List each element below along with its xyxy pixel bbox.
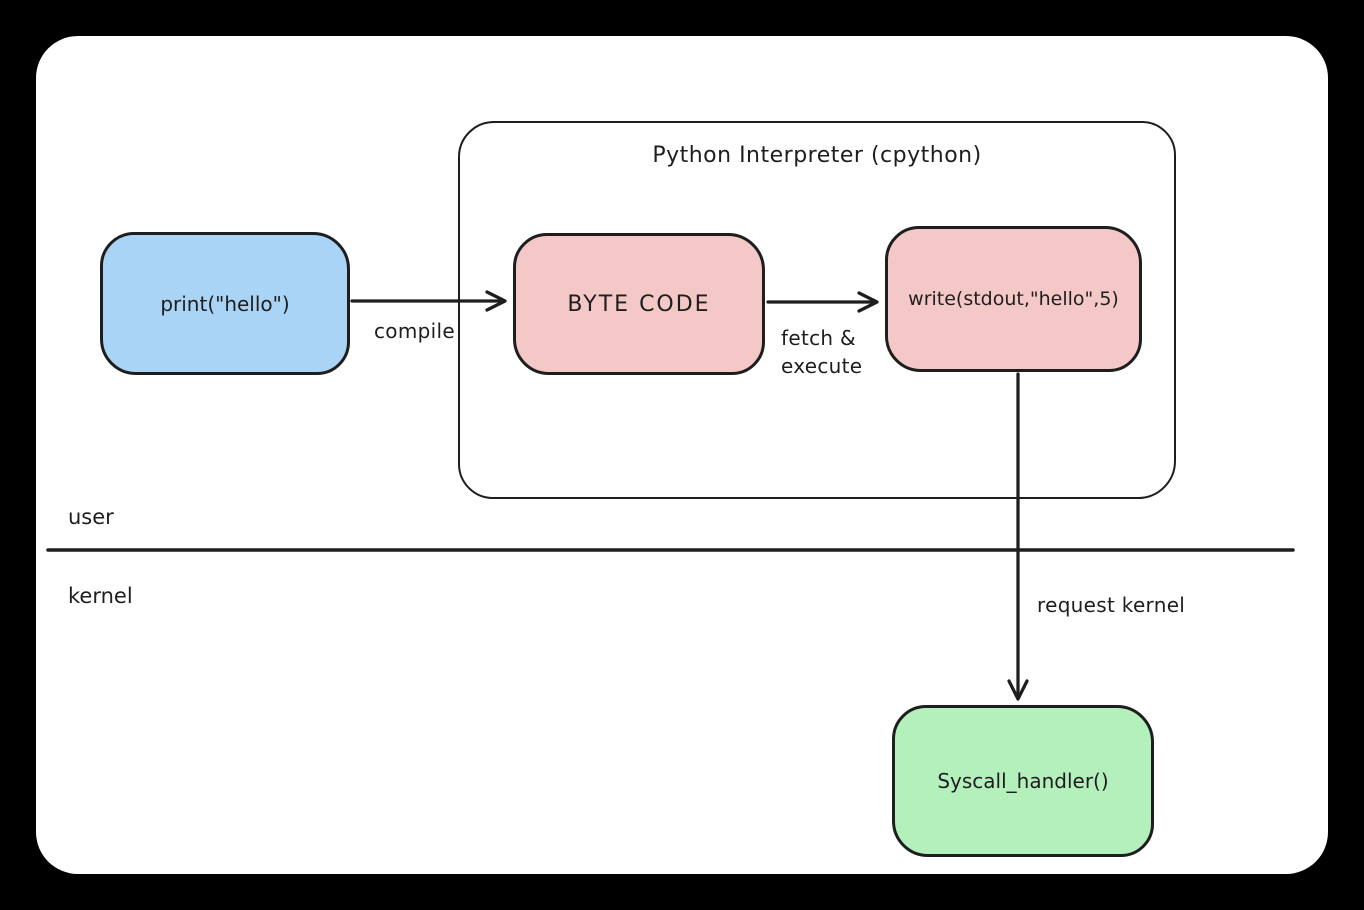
node-write-stdout-label: write(stdout,"hello",5) (908, 288, 1119, 310)
kernel-zone-label: kernel (68, 584, 133, 608)
node-byte-code-label: BYTE CODE (567, 291, 711, 317)
node-print-hello: print("hello") (100, 232, 350, 375)
node-byte-code: BYTE CODE (513, 233, 765, 375)
node-print-hello-label: print("hello") (160, 291, 290, 316)
fetch-execute-arrow-label: fetch & execute (781, 324, 862, 380)
python-interpreter-title: Python Interpreter (cpython) (652, 143, 982, 168)
user-zone-label: user (68, 505, 114, 529)
request-kernel-arrow-label: request kernel (1037, 593, 1186, 617)
python-interpreter-container: Python Interpreter (cpython) (458, 121, 1176, 499)
fetch-execute-label-line2: execute (781, 354, 863, 378)
node-write-stdout: write(stdout,"hello",5) (885, 226, 1142, 372)
compile-arrow-label: compile (374, 319, 455, 343)
node-syscall-handler: Syscall_handler() (892, 705, 1154, 857)
node-syscall-handler-label: Syscall_handler() (937, 769, 1109, 793)
fetch-execute-label-line1: fetch & (781, 326, 856, 350)
